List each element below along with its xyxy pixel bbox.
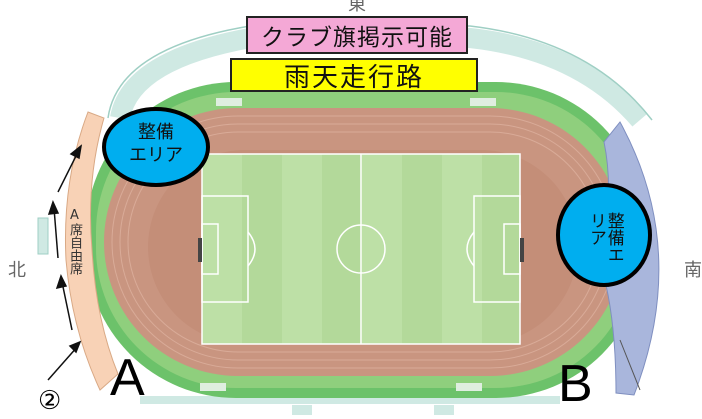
penalty-arc-left [247,231,256,267]
rain-route-banner: 雨天走行路 [230,58,478,93]
gate-marker [200,383,226,391]
a-free-seat-stand [64,111,119,391]
maintenance-area-left-line2: エリア [129,144,183,166]
maintenance-area-left-label: 整備 エリア [116,122,196,167]
maintenance-area-right-label: 整備エリア [585,212,624,272]
pitch-stripe [202,154,242,344]
maintenance-area-left-line1: 整備 [138,122,174,143]
penalty-arc-right [466,231,475,267]
club-flag-label: クラブ旗掲示可能 [261,25,453,51]
gate-b-marker: B [558,355,593,413]
gate-marker [470,98,496,106]
goal-right [520,238,524,262]
compass-south: 南 [684,260,702,281]
gate-a-marker: A [110,349,145,407]
compass-east: 東 [348,0,366,15]
club-flag-banner: クラブ旗掲示可能 [246,16,468,54]
north-small-stand [37,217,49,255]
east-stand-outer [110,28,648,127]
gate-marker [456,383,482,391]
route-arrows [47,144,83,381]
goal-left [198,238,202,262]
compass-north: 北 [8,260,26,281]
center-circle [336,224,386,274]
rain-route-label: 雨天走行路 [283,62,424,93]
south-stand-divider [619,339,641,391]
maintenance-area-right-line1: 整備 [603,212,624,246]
pitch-stripe [282,154,322,344]
pitch-stripe [442,154,482,344]
gate-marker [434,405,454,415]
pitch-stripe [362,154,402,344]
east-stand-outline [107,25,653,121]
entry-number-2: ② [38,386,62,416]
gate-marker [216,98,242,106]
maintenance-area-right-line2: エリア [585,212,624,263]
a-free-seat-label: A席自由席 [67,208,82,275]
gate-marker [292,405,312,415]
maintenance-area-left-circle [102,107,210,187]
maintenance-area-right-circle [556,183,652,287]
